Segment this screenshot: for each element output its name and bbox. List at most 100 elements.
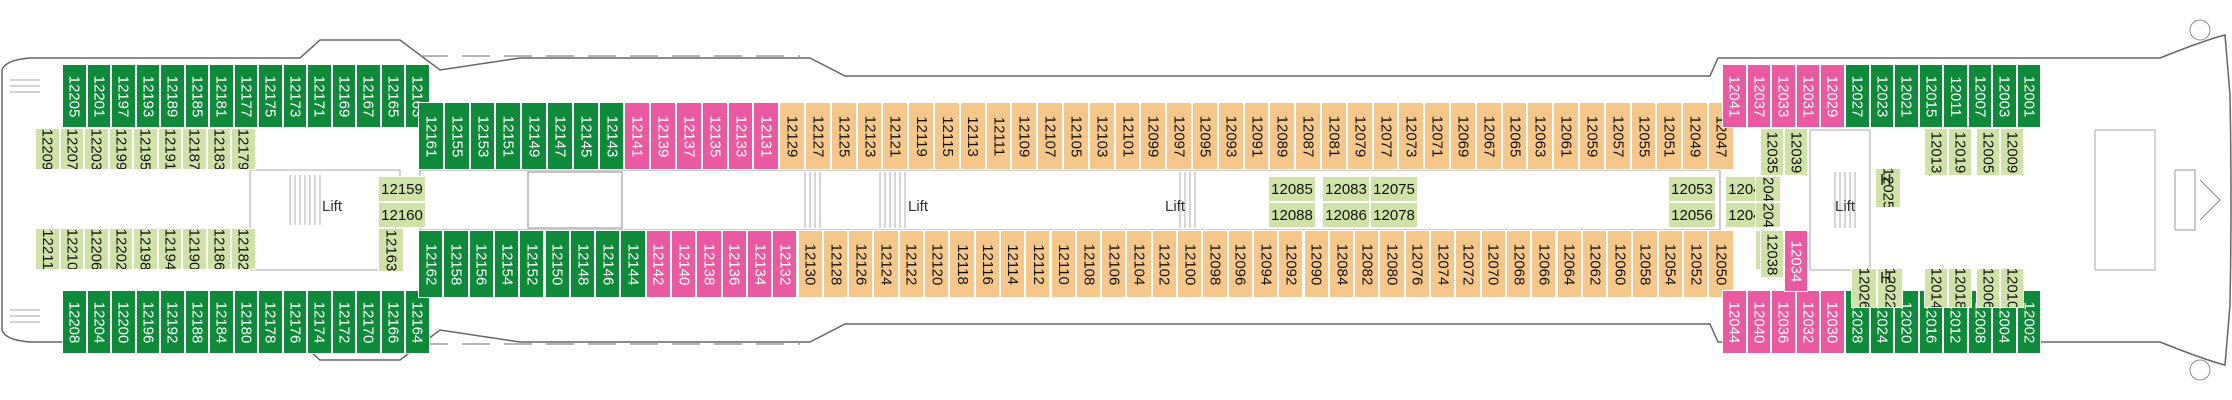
cabin-12014[interactable]: 12014 <box>1924 268 1948 308</box>
cabin-12210[interactable]: 12210 <box>59 228 84 270</box>
cabin-12007[interactable]: 12007 <box>1967 64 1992 128</box>
cabin-12021[interactable]: 12021 <box>1894 64 1919 128</box>
cabin-12139[interactable]: 12139 <box>650 102 676 170</box>
cabin-12099[interactable]: 12099 <box>1140 102 1167 170</box>
cabin-12082[interactable]: 12082 <box>1354 230 1380 298</box>
cabin-12187[interactable]: 12187 <box>182 128 207 170</box>
cabin-12194[interactable]: 12194 <box>157 228 182 270</box>
cabin-12063[interactable]: 12063 <box>1527 102 1554 170</box>
cabin-12087[interactable]: 12087 <box>1295 102 1321 170</box>
cabin-12015[interactable]: 12015 <box>1918 64 1943 128</box>
cabin-12191[interactable]: 12191 <box>157 128 182 170</box>
cabin-12144[interactable]: 12144 <box>620 230 646 298</box>
cabin-12115[interactable]: 12115 <box>934 102 960 170</box>
cabin-12062[interactable]: 12062 <box>1581 230 1608 298</box>
cabin-12202[interactable]: 12202 <box>108 228 133 270</box>
cabin-12085[interactable]: 12085 <box>1268 176 1316 202</box>
cabin-12102[interactable]: 12102 <box>1151 230 1177 298</box>
cabin-12067[interactable]: 12067 <box>1475 102 1502 170</box>
cabin-12052[interactable]: 12052 <box>1683 230 1709 298</box>
cabin-12071[interactable]: 12071 <box>1424 102 1450 170</box>
cabin-12068[interactable]: 12068 <box>1505 230 1532 298</box>
cabin-12069[interactable]: 12069 <box>1450 102 1476 170</box>
cabin-12092[interactable]: 12092 <box>1278 230 1304 298</box>
cabin-12125[interactable]: 12125 <box>830 102 857 170</box>
cabin-12143[interactable]: 12143 <box>598 102 625 170</box>
cabin-12050[interactable]: 12050 <box>1708 230 1734 298</box>
cabin-12120[interactable]: 12120 <box>924 230 950 298</box>
cabin-12156[interactable]: 12156 <box>468 230 494 298</box>
cabin-12095[interactable]: 12095 <box>1192 102 1218 170</box>
cabin-12019[interactable]: 12019 <box>1948 128 1972 176</box>
cabin-12103[interactable]: 12103 <box>1088 102 1115 170</box>
cabin-12111[interactable]: 12111 <box>985 102 1012 170</box>
cabin-12149[interactable]: 12149 <box>521 102 547 170</box>
cabin-12192[interactable]: 12192 <box>160 290 185 354</box>
cabin-12023[interactable]: 12023 <box>1869 64 1894 128</box>
cabin-12169[interactable]: 12169 <box>331 64 356 128</box>
cabin-12035[interactable]: 12035 <box>1760 128 1784 176</box>
cabin-12032[interactable]: 12032 <box>1795 290 1820 354</box>
cabin-12072[interactable]: 12072 <box>1455 230 1481 298</box>
cabin-12058[interactable]: 12058 <box>1632 230 1658 298</box>
cabin-12208[interactable]: 12208 <box>62 290 87 354</box>
cabin-12101[interactable]: 12101 <box>1114 102 1141 170</box>
cabin-12142[interactable]: 12142 <box>645 230 671 298</box>
cabin-12206[interactable]: 12206 <box>84 228 109 270</box>
cabin-12113[interactable]: 12113 <box>959 102 986 170</box>
cabin-12145[interactable]: 12145 <box>572 102 599 170</box>
cabin-12106[interactable]: 12106 <box>1101 230 1127 298</box>
cabin-12129[interactable]: 12129 <box>779 102 805 170</box>
cabin-12150[interactable]: 12150 <box>544 230 570 298</box>
cabin-12174[interactable]: 12174 <box>307 290 332 354</box>
cabin-12070[interactable]: 12070 <box>1480 230 1506 298</box>
cabin-12001[interactable]: 12001 <box>2016 64 2041 128</box>
cabin-12200[interactable]: 12200 <box>111 290 136 354</box>
cabin-12146[interactable]: 12146 <box>595 230 621 298</box>
cabin-12065[interactable]: 12065 <box>1501 102 1528 170</box>
cabin-12175[interactable]: 12175 <box>258 64 283 128</box>
cabin-12029[interactable]: 12029 <box>1820 64 1845 128</box>
cabin-12132[interactable]: 12132 <box>772 230 798 298</box>
cabin-12055[interactable]: 12055 <box>1630 102 1657 170</box>
cabin-12209[interactable]: 12209 <box>35 128 60 170</box>
cabin-12066[interactable]: 12066 <box>1531 230 1557 298</box>
cabin-12196[interactable]: 12196 <box>135 290 160 354</box>
cabin-12135[interactable]: 12135 <box>701 102 728 170</box>
cabin-12010[interactable]: 12010 <box>2000 268 2024 308</box>
cabin-12047[interactable]: 12047 <box>1708 102 1734 170</box>
cabin-12041[interactable]: 12041 <box>1722 64 1747 128</box>
cabin-12183[interactable]: 12183 <box>206 128 231 170</box>
cabin-12054[interactable]: 12054 <box>1657 230 1683 298</box>
cabin-12059[interactable]: 12059 <box>1579 102 1605 170</box>
cabin-12053[interactable]: 12053 <box>1668 176 1716 202</box>
cabin-12185[interactable]: 12185 <box>184 64 209 128</box>
cabin-12189[interactable]: 12189 <box>160 64 185 128</box>
cabin-12152[interactable]: 12152 <box>519 230 545 298</box>
cabin-12038[interactable]: 12038 <box>1760 230 1784 278</box>
cabin-12167[interactable]: 12167 <box>356 64 381 128</box>
cabin-12033[interactable]: 12033 <box>1771 64 1796 128</box>
cabin-12126[interactable]: 12126 <box>848 230 874 298</box>
cabin-12036[interactable]: 12036 <box>1771 290 1796 354</box>
cabin-12172[interactable]: 12172 <box>331 290 356 354</box>
cabin-12013[interactable]: 12013 <box>1924 128 1948 176</box>
cabin-12051[interactable]: 12051 <box>1656 102 1683 170</box>
cabin-12073[interactable]: 12073 <box>1398 102 1425 170</box>
cabin-12098[interactable]: 12098 <box>1202 230 1228 298</box>
cabin-12179[interactable]: 12179 <box>231 128 256 170</box>
cabin-12204[interactable]: 12204 <box>86 290 111 354</box>
cabin-12119[interactable]: 12119 <box>908 102 934 170</box>
cabin-12049[interactable]: 12049 <box>1682 102 1708 170</box>
cabin-12211[interactable]: 12211 <box>35 228 60 270</box>
cabin-12003[interactable]: 12003 <box>1992 64 2017 128</box>
cabin-12180[interactable]: 12180 <box>233 290 258 354</box>
cabin-12022[interactable]: 12022 <box>1877 268 1903 308</box>
cabin-12096[interactable]: 12096 <box>1227 230 1253 298</box>
cabin-12097[interactable]: 12097 <box>1166 102 1192 170</box>
cabin-12123[interactable]: 12123 <box>856 102 883 170</box>
cabin-12057[interactable]: 12057 <box>1604 102 1631 170</box>
cabin-12074[interactable]: 12074 <box>1430 230 1456 298</box>
cabin-12089[interactable]: 12089 <box>1269 102 1296 170</box>
cabin-12160[interactable]: 12160 <box>378 202 426 228</box>
